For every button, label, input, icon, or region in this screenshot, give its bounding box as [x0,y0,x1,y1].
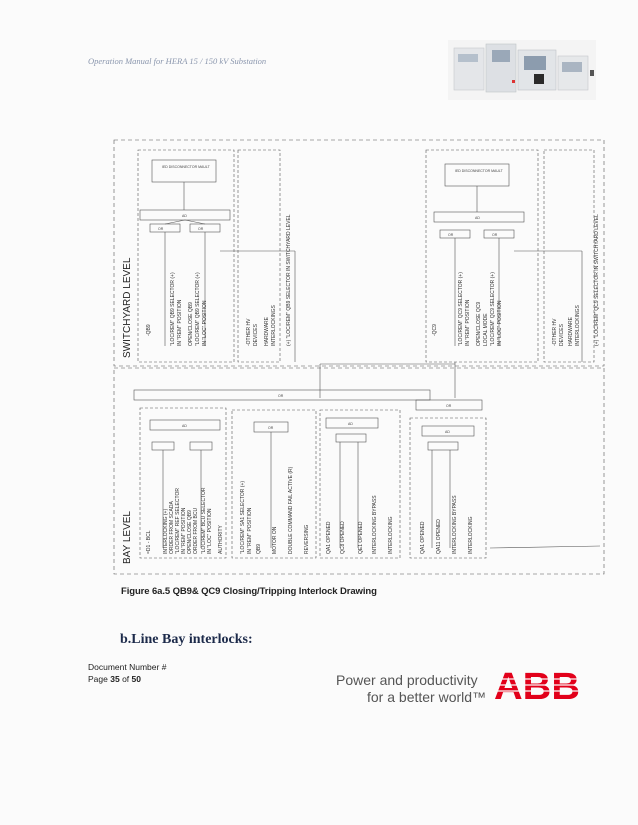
svg-text:IED DISCONNECTOR MAULT: IED DISCONNECTOR MAULT [162,165,211,169]
svg-text:DOUBLE COMMAND FAIL ACTIVE (R): DOUBLE COMMAND FAIL ACTIVE (R) [288,466,294,554]
svg-text:LOCAL MODE: LOCAL MODE [483,313,489,346]
svg-text:AD: AD [445,430,450,434]
svg-text:INTERLOCKING BYPASS: INTERLOCKING BYPASS [452,495,458,554]
svg-text:-QB9: -QB9 [146,324,152,336]
interlock-diagram: IED DISCONNECTOR MAULT IED DISCONNECTOR … [113,139,605,575]
svg-text:IN "REM" POSITION: IN "REM" POSITION [181,507,187,554]
svg-text:AD: AD [348,422,353,426]
svg-text:QC8 OPENED: QC8 OPENED [340,521,346,554]
svg-text:MOTOR ON: MOTOR ON [272,526,278,554]
svg-text:OR: OR [446,404,452,408]
svg-text:SWITCHYARD LEVEL: SWITCHYARD LEVEL [122,257,133,358]
svg-text:BAY LEVEL: BAY LEVEL [122,511,133,564]
svg-text:IN "LOC" POSITION: IN "LOC" POSITION [497,300,503,346]
svg-text:INTERLOCKINGS: INTERLOCKINGS [271,304,277,346]
svg-text:AUTHORITY: AUTHORITY [218,524,224,554]
svg-text:QB9: QB9 [256,544,262,554]
svg-text:HARDWARE: HARDWARE [264,316,270,346]
svg-text:HARDWARE: HARDWARE [568,316,574,346]
svg-text:DEVICES: DEVICES [253,323,259,346]
svg-text:IN "REM" POSITION: IN "REM" POSITION [177,299,183,346]
svg-text:"LOC/REM" QC9 SELECTOR (+): "LOC/REM" QC9 SELECTOR (+) [490,272,496,346]
svg-text:OPEN/CLOSE QB9: OPEN/CLOSE QB9 [188,302,194,346]
svg-text:"LOC/REM" QC9 SELECTOR (+): "LOC/REM" QC9 SELECTOR (+) [458,272,464,346]
svg-text:INTERLOCKINGS: INTERLOCKINGS [575,304,581,346]
svg-text:IN "LOC" POSITION: IN "LOC" POSITION [202,300,208,346]
svg-text:"LOC/REM" SA1 SELECTOR (+): "LOC/REM" SA1 SELECTOR (+) [240,481,246,554]
svg-text:QA1 OPENED: QA1 OPENED [326,521,332,554]
svg-text:DEVICES: DEVICES [559,323,565,346]
svg-text:QE1 OPENED: QE1 OPENED [358,521,364,554]
svg-text:IN "REM" POSITION: IN "REM" POSITION [465,299,471,346]
svg-text:REVERSING: REVERSING [304,524,310,554]
svg-text:IN "REM" POSITION: IN "REM" POSITION [247,507,253,554]
svg-text:QA11 OPENED: QA11 OPENED [436,519,442,554]
svg-text:"LOC/REM" REF SELECTOR: "LOC/REM" REF SELECTOR [175,488,181,554]
header-title: Operation Manual for HERA 15 / 150 kV Su… [88,56,267,66]
svg-text:OR: OR [448,233,454,237]
page-number: Page 35 of 50 [88,674,142,684]
svg-text:IN "LOC" POSITION: IN "LOC" POSITION [207,508,213,554]
svg-text:INTERLOCKING BYPASS: INTERLOCKING BYPASS [372,495,378,554]
svg-text:OR: OR [158,227,164,231]
section-heading: b.Line Bay interlocks: [120,632,253,647]
svg-text:AD: AD [182,214,187,218]
svg-text:=D1 - BCL: =D1 - BCL [146,530,152,554]
svg-text:"LOC/REM" QB9 SELECTOR (+): "LOC/REM" QB9 SELECTOR (+) [170,272,176,346]
svg-text:(+) "LOC/REM" QB9 SELECTOR IN: (+) "LOC/REM" QB9 SELECTOR IN SWITCHYARD… [286,214,292,346]
svg-text:OR: OR [492,233,498,237]
svg-text:(+) "LOC/REM" QC9 SELECTOR IN: (+) "LOC/REM" QC9 SELECTOR IN SWITCHYARD… [594,214,600,346]
abb-logo: ABB [492,666,582,703]
svg-text:OR: OR [198,227,204,231]
svg-text:-OTHER HV: -OTHER HV [552,318,558,346]
slogan-line-2: for a better world™ [367,689,487,705]
svg-text:QA1 OPENED: QA1 OPENED [420,521,426,554]
svg-text:ORDER FROM BCU: ORDER FROM BCU [193,508,199,555]
svg-text:-QC9: -QC9 [432,324,438,336]
slogan-line-1: Power and productivity [336,672,478,688]
svg-text:AD: AD [182,424,187,428]
device-photo [448,40,596,100]
svg-text:OPEN/CLOSE QC9: OPEN/CLOSE QC9 [476,302,482,346]
svg-text:AD: AD [475,216,480,220]
svg-text:IED DISCONNECTOR MAULT: IED DISCONNECTOR MAULT [455,169,504,173]
svg-text:"LOC/REM" BCU SELECTOR: "LOC/REM" BCU SELECTOR [201,487,207,554]
document-number: Document Number # [88,662,167,672]
svg-text:OR: OR [278,394,284,398]
svg-text:"LOC/REM" QB9 SELECTOR (+): "LOC/REM" QB9 SELECTOR (+) [195,272,201,346]
figure-caption: Figure 6a.5 QB9& QC9 Closing/Tripping In… [121,586,377,597]
svg-text:INTERLOCKING: INTERLOCKING [468,516,474,554]
svg-text:INTERLOCKING (+): INTERLOCKING (+) [163,509,169,554]
svg-text:ORDER FROM SCADA: ORDER FROM SCADA [169,501,175,554]
svg-text:OR: OR [268,426,274,430]
svg-text:-OTHER HV: -OTHER HV [246,318,252,346]
svg-text:OPEN/CLOSE QB9: OPEN/CLOSE QB9 [187,510,193,554]
svg-text:INTERLOCKING: INTERLOCKING [388,516,394,554]
